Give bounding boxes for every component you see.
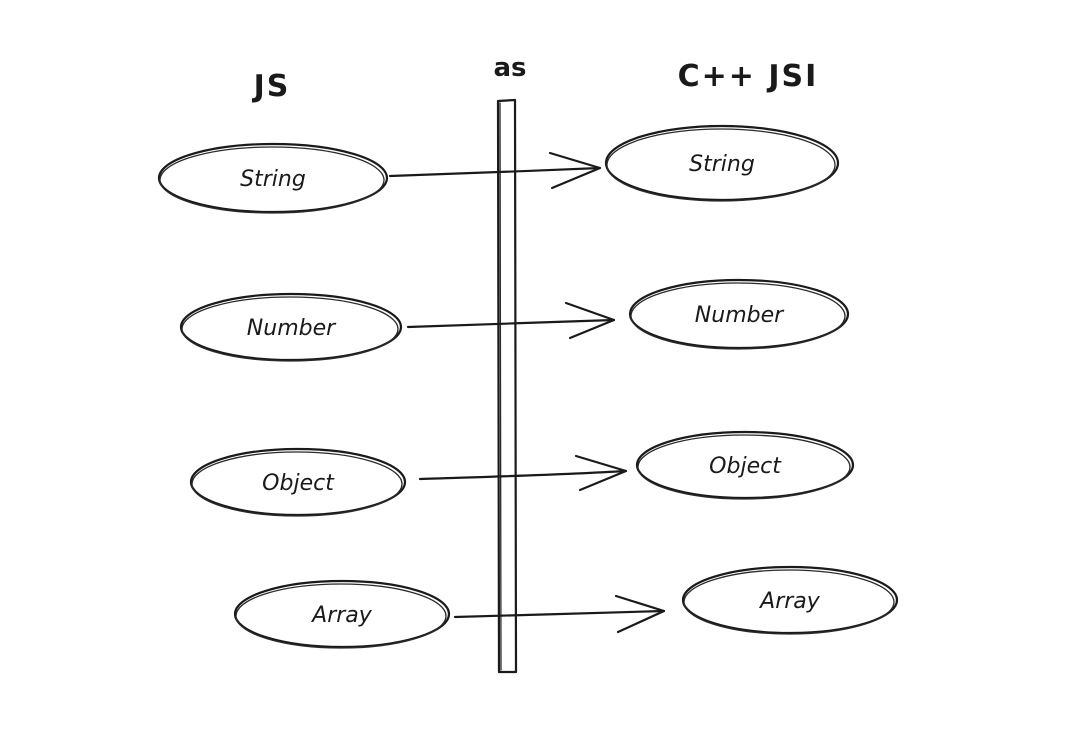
jsi-node-object-label: Object (709, 454, 782, 479)
jsi-node-number-label: Number (695, 303, 785, 328)
right-column-header: C++ JSI (678, 59, 819, 94)
js-node-string-label: String (240, 167, 306, 192)
js-node-object-label: Object (262, 471, 335, 496)
as-bar (496, 98, 518, 674)
jsi-node-string: String (604, 124, 840, 202)
arrow-row-2 (406, 301, 616, 340)
arrow-row-4 (453, 594, 666, 634)
middle-bar-header: as (493, 53, 526, 83)
js-node-array: Array (233, 579, 451, 649)
jsi-node-object: Object (635, 430, 855, 500)
left-column-header: JS (252, 69, 291, 104)
jsi-node-array: Array (681, 565, 899, 635)
js-node-object: Object (189, 447, 407, 517)
js-node-string: String (157, 142, 389, 214)
arrow-row-1 (388, 151, 602, 190)
jsi-node-string-label: String (689, 152, 755, 177)
jsi-node-array-label: Array (758, 589, 821, 614)
js-node-number: Number (179, 292, 403, 362)
js-node-number-label: Number (247, 316, 337, 341)
js-node-array-label: Array (310, 603, 373, 628)
jsi-node-number: Number (628, 278, 850, 350)
arrow-row-3 (418, 454, 628, 492)
